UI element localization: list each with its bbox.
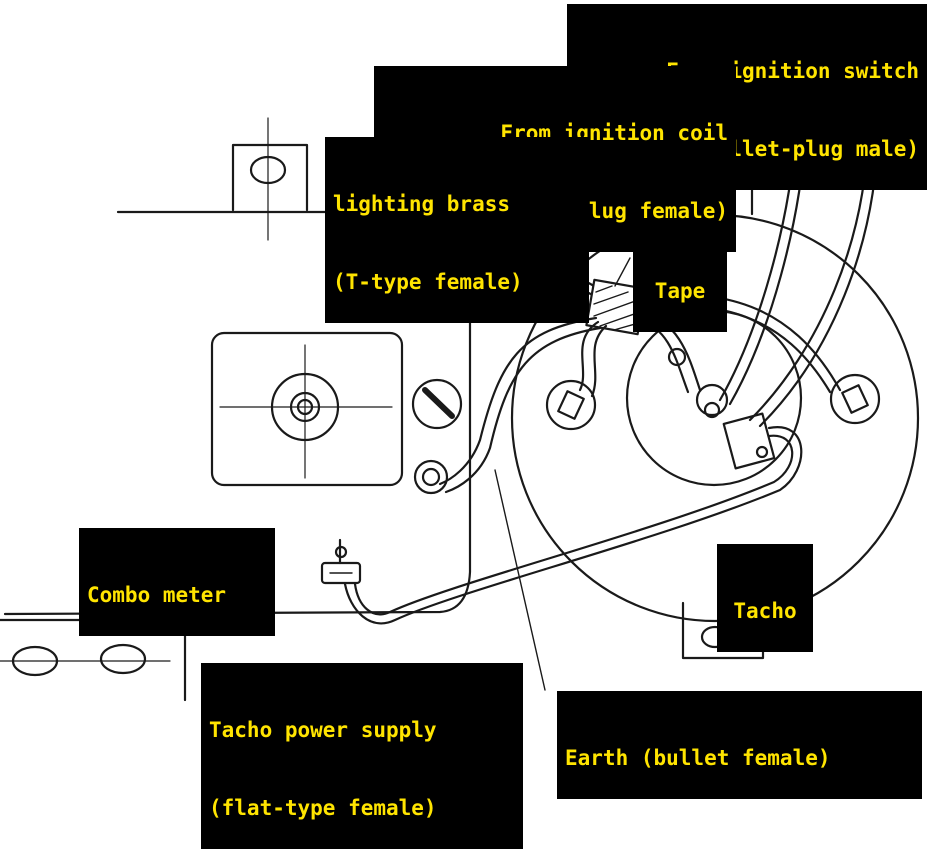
label-tape: Tape (633, 224, 727, 332)
label-earth-text: Earth (bullet female) (565, 746, 831, 770)
bracket-top-left (231, 117, 309, 241)
label-tacho-power-supply: Tacho power supply (flat-type female) (201, 663, 523, 849)
label-tacho-text: Tacho (733, 599, 797, 623)
label-tape-text: Tape (654, 279, 706, 303)
label-tacho-power-line1: Tacho power supply (209, 718, 437, 742)
label-earth: Earth (bullet female) (557, 691, 922, 799)
label-lighting-brass-line2: (T-type female) (333, 270, 523, 294)
label-lighting-brass: lighting brass (T-type female) (325, 137, 589, 323)
label-tacho: Tacho (717, 544, 813, 652)
label-combo-meter: Combo meter (79, 528, 275, 636)
label-lighting-brass-line1: lighting brass (333, 192, 511, 216)
label-tacho-power-line2: (flat-type female) (209, 796, 437, 820)
label-ignition-switch-line1: From ignition switch (666, 59, 919, 83)
label-combo-meter-text: Combo meter (87, 583, 227, 607)
